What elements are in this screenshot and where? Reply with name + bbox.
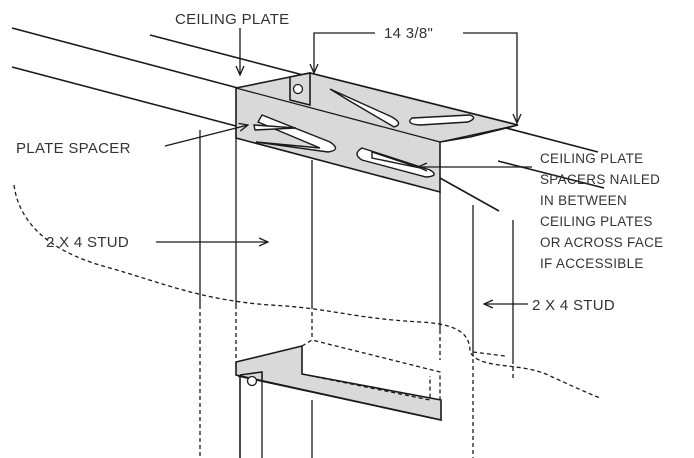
stud-right-label: 2 X 4 STUD	[532, 297, 615, 314]
note-line: IF ACCESSIBLE	[540, 256, 644, 271]
spacer-note: CEILING PLATE SPACERS NAILED IN BETWEEN …	[540, 151, 663, 271]
note-line: CEILING PLATE	[540, 151, 643, 166]
break-line	[13, 184, 601, 399]
dimension-line	[314, 32, 517, 123]
plate-spacer-lower	[235, 339, 442, 458]
note-line: IN BETWEEN	[540, 193, 627, 208]
plate-spacer-leader	[164, 125, 248, 147]
note-line: SPACERS NAILED	[540, 172, 660, 187]
ceiling-plate-label: CEILING PLATE	[175, 11, 290, 28]
dimension-label: 14 3/8"	[384, 25, 433, 42]
ceiling-plate-front	[11, 66, 500, 212]
left-stud	[199, 126, 313, 458]
plate-spacer-upper	[235, 72, 519, 194]
right-stud	[439, 192, 514, 458]
note-line: CEILING PLATES	[540, 214, 653, 229]
note-line: OR ACROSS FACE	[540, 235, 663, 250]
plate-spacer-label: PLATE SPACER	[16, 140, 131, 157]
stud-left-label: 2 X 4 STUD	[46, 234, 129, 251]
